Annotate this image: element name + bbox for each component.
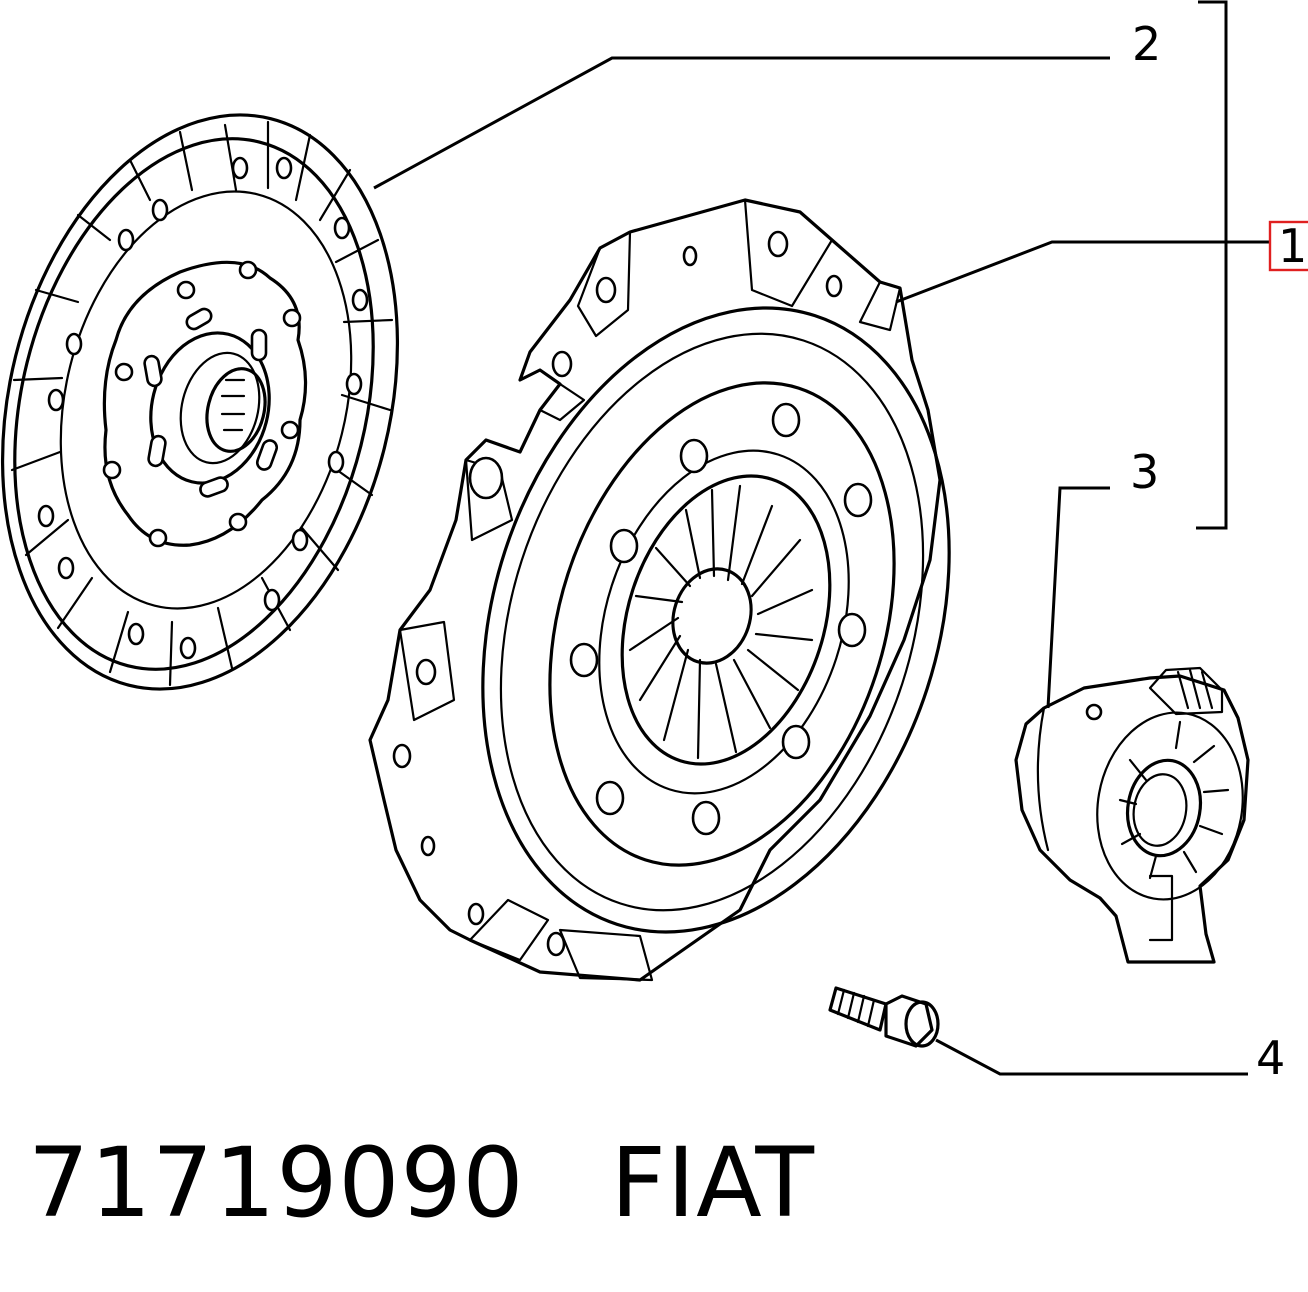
hub-rivets	[102, 260, 302, 548]
cover-flanges	[398, 198, 902, 982]
bolt-thread	[836, 988, 876, 1028]
bolt	[828, 986, 940, 1048]
pressure-plate-bolt-holes	[569, 402, 873, 836]
callout-1: 1	[895, 0, 1308, 530]
callout-2-label: 2	[1132, 17, 1161, 71]
diaphragm-fingers	[628, 484, 814, 760]
bearing-clip-teeth	[1176, 668, 1214, 710]
callout-1-label: 1	[1278, 219, 1307, 273]
callout-2: 2	[373, 17, 1161, 190]
footer-caption: 71719090 FIAT	[28, 1127, 816, 1239]
brand-name: FIAT	[610, 1127, 816, 1239]
rivet-holes	[37, 156, 369, 660]
bearing-ribs	[1118, 720, 1230, 880]
callout-1-highlight-box	[1268, 220, 1308, 272]
damper-spring-slots	[143, 307, 279, 498]
hub-splines	[220, 378, 246, 432]
callout-3-label: 3	[1130, 445, 1159, 499]
clutch-disc	[0, 113, 400, 691]
callout-4-label: 4	[1256, 1031, 1285, 1085]
callout-4: 4	[935, 1031, 1285, 1085]
release-bearing	[1014, 666, 1250, 964]
cover-mount-holes	[392, 230, 843, 957]
friction-segments	[10, 120, 394, 687]
pressure-plate	[368, 198, 951, 982]
part-number: 71719090	[28, 1127, 525, 1239]
disc-hub	[102, 260, 308, 548]
callout-3: 3	[1046, 445, 1159, 709]
